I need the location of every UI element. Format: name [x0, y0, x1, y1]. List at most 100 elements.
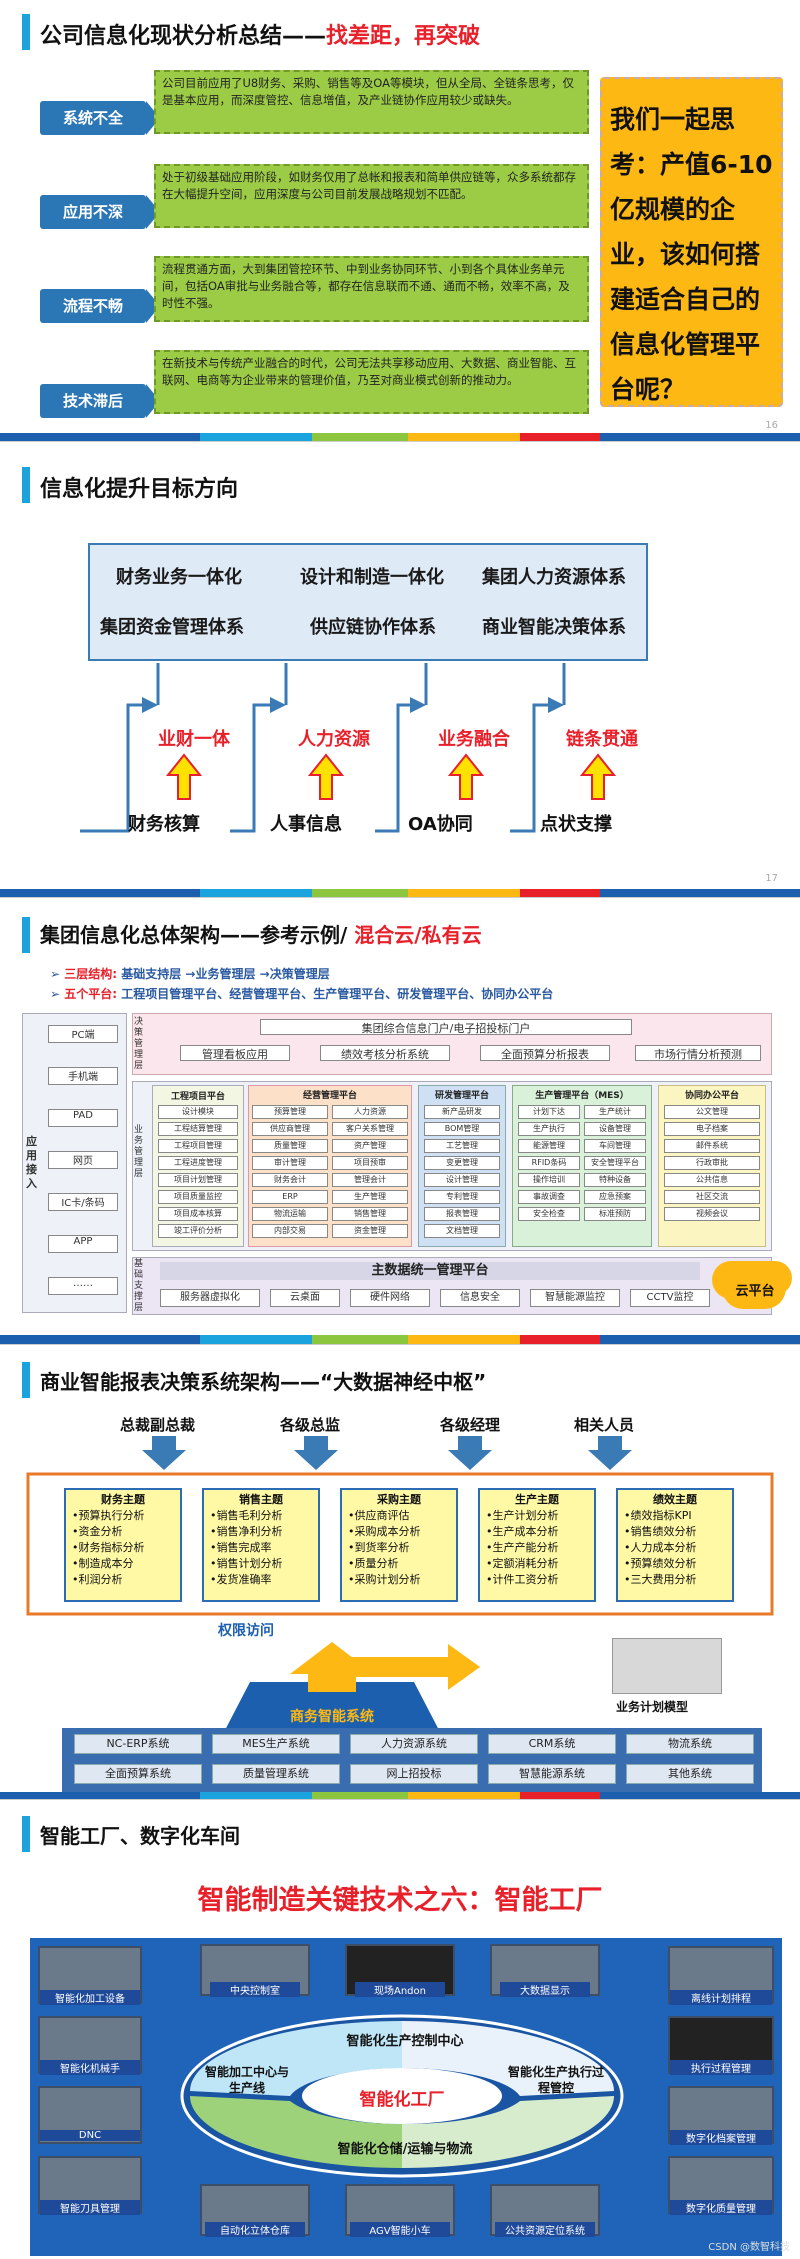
slide-1-title: 公司信息化现状分析总结——找差距，再突破 [40, 18, 480, 50]
platform-module: 视频会议 [664, 1207, 760, 1221]
theme-item: •销售完成率 [210, 1540, 312, 1556]
mid-4: 链条贯通 [566, 725, 638, 751]
platform-module: 公文管理 [664, 1105, 760, 1119]
decision-item: 绩效考核分析系统 [320, 1045, 450, 1061]
title-text: 公司信息化现状分析总结—— [40, 24, 326, 49]
platform-title: 生产管理平台（MES） [512, 1088, 652, 1101]
platform-module: 项目质量监控 [158, 1190, 238, 1204]
base-item: 智慧能源监控 [530, 1289, 620, 1307]
theme-item: •定额消耗分析 [486, 1556, 588, 1572]
platform-module: 专利管理 [424, 1190, 500, 1204]
access-item: APP [48, 1235, 118, 1253]
decision-item: 市场行情分析预测 [635, 1045, 761, 1061]
theme-item: •质量分析 [348, 1556, 450, 1572]
center-label: 智能化工厂 [302, 2085, 502, 2110]
platform-module: 计划下达 [518, 1105, 580, 1119]
model-label: 业务计划模型 [616, 1698, 688, 1715]
platform-module: 标准预防 [584, 1207, 646, 1221]
mid-3: 业务融合 [438, 725, 510, 751]
slide-1: 公司信息化现状分析总结——找差距，再突破 系统不全 公司目前应用了U8财务、采购… [0, 0, 800, 442]
theme-item: •生产计划分析 [486, 1508, 588, 1524]
slide-2: 信息化提升目标方向 财务业务一体化 设计和制造一体化 集团人力资源体系 集团资金… [0, 453, 800, 898]
base-1: 财务核算 [128, 810, 200, 836]
platform-module: 销售管理 [332, 1207, 408, 1221]
theme-item: •发货准确率 [210, 1572, 312, 1588]
theme-finance: 财务主题 •预算执行分析 •资金分析 •财务指标分析 •制造成本分 •利润分析 [64, 1488, 182, 1602]
theme-item: •销售绩效分析 [624, 1524, 726, 1540]
theme-title: 财务主题 [72, 1492, 174, 1508]
theme-title: 销售主题 [210, 1492, 312, 1508]
structure-line: ➢ 三层结构: 基础支持层 →业务管理层 →决策管理层 [50, 965, 330, 982]
portal-box: 集团综合信息门户/电子招投标门户 [260, 1019, 632, 1035]
platform-module: 竣工评价分析 [158, 1224, 238, 1238]
color-stripe [0, 889, 800, 898]
platform-module: 生产执行 [518, 1122, 580, 1136]
access-item: 手机端 [48, 1067, 118, 1085]
theme-item: •采购计划分析 [348, 1572, 450, 1588]
color-stripe [0, 1335, 800, 1344]
base-item: 服务器虚拟化 [160, 1289, 260, 1307]
platform-module: 项目预审 [332, 1156, 408, 1170]
slide-3-title: 集团信息化总体架构——参考示例/ 混合云/私有云 [40, 919, 482, 948]
base-item: 信息安全 [440, 1289, 520, 1307]
platform-line: ➢ 五个平台: 工程项目管理平台、经营管理平台、生产管理平台、研发管理平台、协同… [50, 985, 553, 1002]
ring-right: 智能化生产执行过程管控 [506, 2064, 606, 2096]
theme-item: •生产成本分析 [486, 1524, 588, 1540]
factory-icon [612, 1638, 722, 1694]
title-highlight: 找差距，再突破 [326, 24, 480, 49]
platform-module: 应急预案 [584, 1190, 646, 1204]
platform-module: 能源管理 [518, 1139, 580, 1153]
platform-module: 安全管理平台 [584, 1156, 646, 1170]
base-item: 硬件网络 [350, 1289, 430, 1307]
platform-module: 设备管理 [584, 1122, 646, 1136]
theme-item: •利润分析 [72, 1572, 174, 1588]
system-item: 网上招投标 [350, 1764, 478, 1784]
watermark: CSDN @数智科技 [708, 2238, 790, 2253]
stair-lines [0, 453, 800, 898]
platform-module: 项目成本核算 [158, 1207, 238, 1221]
theme-performance: 绩效主题 •绩效指标KPI •销售绩效分析 •人力成本分析 •预算绩效分析 •三… [616, 1488, 734, 1602]
theme-item: •到货率分析 [348, 1540, 450, 1556]
theme-item: •销售计划分析 [210, 1556, 312, 1572]
think-box: 我们一起思考：产值6-10亿规模的企业，该如何搭建适合自己的信息化管理平台呢？ [600, 77, 783, 407]
base-4: 点状支撑 [540, 810, 612, 836]
access-label: 权限访问 [218, 1620, 274, 1640]
text-4: 在新技术与传统产业融合的时代，公司无法共享移动应用、大数据、商业智能、互联网、电… [154, 350, 589, 414]
sub-label: 三层结构: [64, 967, 117, 981]
platform-module: 工艺管理 [424, 1139, 500, 1153]
platform-title: 经营管理平台 [248, 1088, 412, 1101]
title-text: 集团信息化总体架构——参考示例/ [40, 923, 354, 947]
theme-item: •供应商评估 [348, 1508, 450, 1524]
platform-module: 人力资源 [332, 1105, 408, 1119]
theme-title: 生产主题 [486, 1492, 588, 1508]
theme-item: •计件工资分析 [486, 1572, 588, 1588]
platform-title: 研发管理平台 [418, 1088, 506, 1101]
decision-item: 全面预算分析报表 [480, 1045, 610, 1061]
platform-module: BOM管理 [424, 1122, 500, 1136]
system-item: 全面预算系统 [74, 1764, 202, 1784]
text-2: 处于初级基础应用阶段，如财务仅用了总帐和报表和简单供应链等，众多系统都存在大幅提… [154, 164, 589, 228]
platform-module: 邮件系统 [664, 1139, 760, 1153]
theme-purchase: 采购主题 •供应商评估 •采购成本分析 •到货率分析 •质量分析 •采购计划分析 [340, 1488, 458, 1602]
slide-5: 智能工厂、数字化车间 智能制造关键技术之六：智能工厂 智能化加工设备 智能化机械… [0, 1806, 800, 2259]
access-item: PC端 [48, 1025, 118, 1043]
bi-label: 商务智能系统 [250, 1706, 414, 1726]
system-item: 智慧能源系统 [488, 1764, 616, 1784]
platform-module: 资产管理 [332, 1139, 408, 1153]
title-highlight: 混合云/私有云 [354, 923, 481, 947]
theme-item: •生产产能分析 [486, 1540, 588, 1556]
slide-3: 集团信息化总体架构——参考示例/ 混合云/私有云 ➢ 三层结构: 基础支持层 →… [0, 905, 800, 1345]
color-stripe [0, 1792, 800, 1800]
platform-module: 变更管理 [424, 1156, 500, 1170]
access-item: PAD [48, 1109, 118, 1127]
theme-item: •三大费用分析 [624, 1572, 726, 1588]
label-2: 应用不深 [40, 195, 146, 229]
platform-module: 生产管理 [332, 1190, 408, 1204]
mid-1: 业财一体 [158, 725, 230, 751]
theme-title: 绩效主题 [624, 1492, 726, 1508]
cloud-label: 云平台 [728, 1280, 782, 1299]
theme-production: 生产主题 •生产计划分析 •生产成本分析 •生产产能分析 •定额消耗分析 •计件… [478, 1488, 596, 1602]
access-item: IC卡/条码 [48, 1193, 118, 1211]
theme-item: •人力成本分析 [624, 1540, 726, 1556]
platform-module: 报表管理 [424, 1207, 500, 1221]
